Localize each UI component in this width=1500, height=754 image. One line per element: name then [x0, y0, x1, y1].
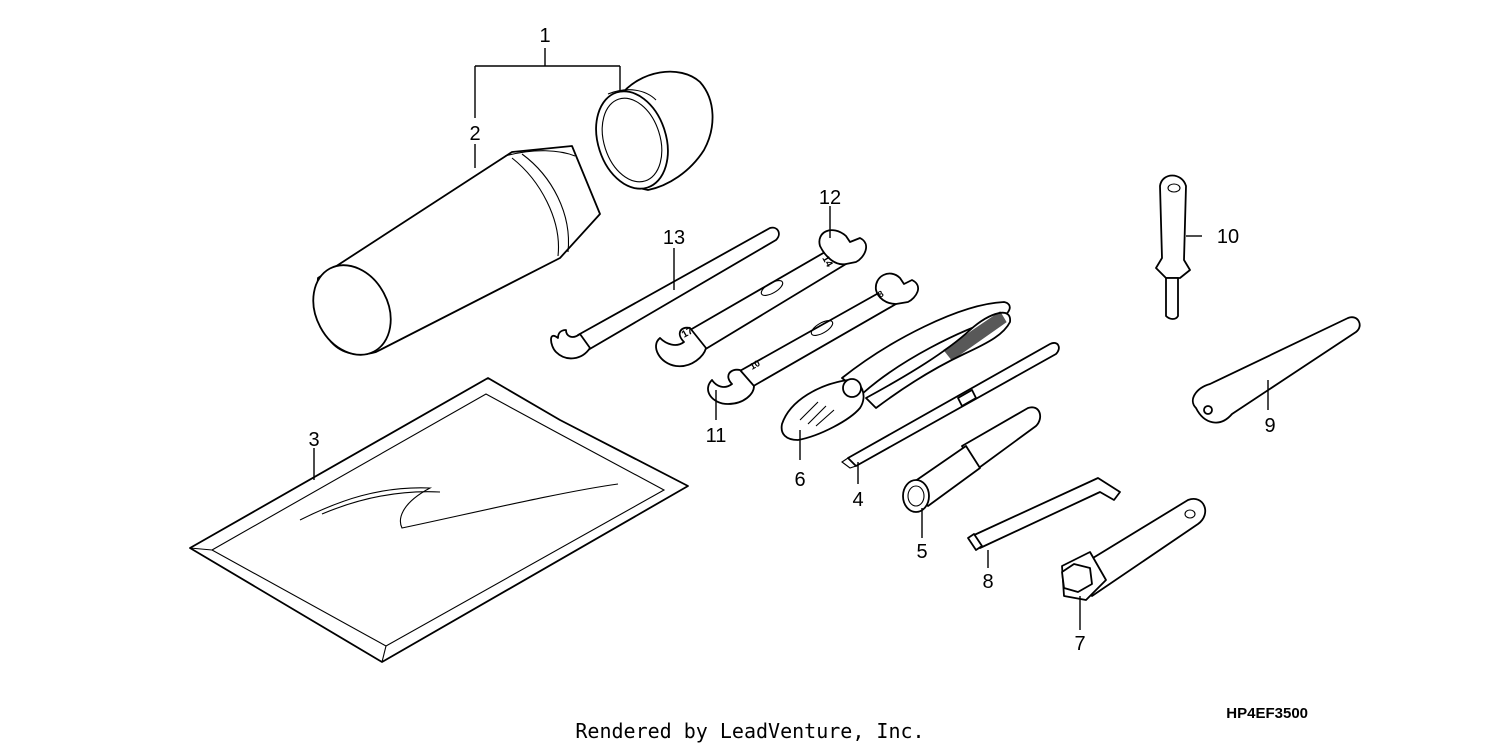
callout-8: 8 [982, 571, 993, 593]
hex-key[interactable] [967, 477, 1121, 551]
callout-3: 3 [308, 429, 319, 451]
callout-2: 2 [469, 123, 480, 145]
callout-7: 7 [1074, 633, 1085, 655]
wrench-size-mark-8: 8 [876, 289, 885, 300]
callout-6: 6 [794, 469, 805, 491]
leader-lines [313, 48, 1269, 630]
callout-1: 1 [539, 25, 550, 47]
wrench-13[interactable] [550, 226, 780, 360]
grip-handle[interactable] [1155, 174, 1191, 320]
callout-labels: 1 2 3 4 5 6 7 8 9 10 11 12 13 [308, 25, 1275, 655]
wrench-size-mark-14: 14 [819, 254, 834, 270]
wrench-size-mark-10: 10 [748, 358, 762, 372]
callout-4: 4 [852, 489, 863, 511]
pin-spanner[interactable] [1191, 316, 1361, 424]
callout-11: 11 [706, 425, 727, 447]
manual-bag[interactable] [189, 377, 689, 663]
callout-10: 10 [1217, 226, 1239, 248]
wrench-11[interactable]: 8 10 [707, 272, 920, 405]
callout-12: 12 [819, 187, 841, 209]
screwdriver-handle[interactable] [902, 406, 1042, 513]
callout-13: 13 [663, 227, 685, 249]
wrench-size-mark-17: 17 [680, 325, 696, 340]
credit-line: Rendered by LeadVenture, Inc. [575, 719, 924, 743]
pliers[interactable] [780, 301, 1011, 441]
wrench-12[interactable]: 17 14 [655, 229, 868, 368]
callout-9: 9 [1264, 415, 1275, 437]
plug-wrench[interactable] [1061, 498, 1207, 601]
diagram-code: HP4EF3500 [1226, 705, 1308, 722]
tool-tube[interactable] [298, 145, 601, 368]
callout-5: 5 [916, 541, 927, 563]
screwdriver-shaft[interactable] [841, 342, 1060, 469]
tool-tube-cap[interactable] [584, 70, 714, 198]
